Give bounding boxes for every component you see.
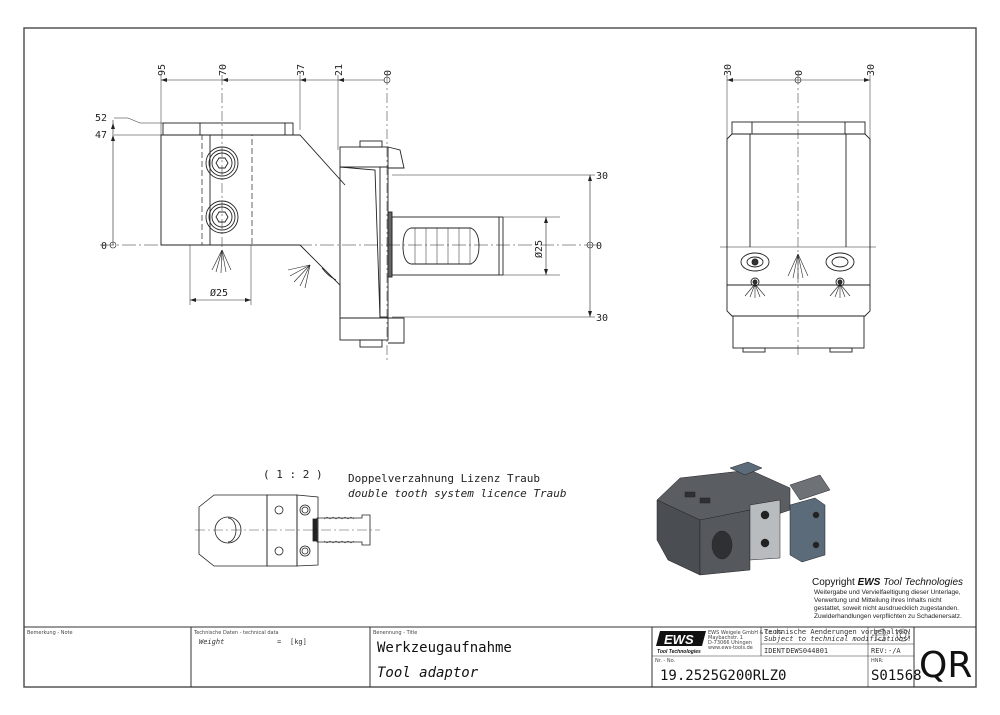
title-english: Tool adaptor	[377, 665, 479, 681]
svg-text:EWS: EWS	[664, 632, 694, 647]
front-view	[100, 75, 600, 360]
dim-21: 21	[334, 64, 345, 76]
dim-52: 52	[95, 113, 107, 124]
side-dim-30-right: 30	[866, 64, 877, 76]
company-line: www.ews-tools.de	[708, 645, 753, 651]
title-german: Werkzeugaufnahme	[377, 640, 512, 656]
dim-37: 37	[296, 64, 307, 76]
title-block	[24, 626, 976, 687]
side-screw-left	[740, 252, 770, 287]
isometric-render	[656, 461, 831, 576]
ident-value: DEWS044801	[786, 647, 828, 655]
sheet-border	[23, 27, 977, 688]
rev-value: -/A	[888, 647, 901, 655]
dim-30-top: 30	[596, 171, 608, 182]
serration-teeth	[402, 227, 480, 265]
weight-label: Weight	[199, 638, 224, 646]
side-screw-right	[825, 252, 855, 287]
side-view	[720, 75, 876, 358]
dim-0-right: 0	[596, 241, 602, 252]
copyright-heading: Copyright EWS Tool Technologies	[812, 577, 963, 588]
company-line: EWS Weigele GmbH & Co. KG	[708, 630, 782, 636]
technical-data-label: Technische Daten - technical data	[193, 630, 279, 636]
dim-shank-25: Ø25	[533, 240, 545, 258]
dim-47: 47	[95, 130, 107, 141]
projection-symbol-icon	[875, 628, 885, 642]
ident-label: IDENT:	[764, 647, 789, 655]
top-view	[195, 494, 380, 567]
coolant-spray-side-icon	[744, 253, 851, 298]
dim-30-bottom: 30	[596, 313, 608, 324]
title-label: Benennung - Title	[373, 630, 417, 636]
copyright-line: Weitergabe und Vervielfaeltigung dieser …	[814, 589, 961, 596]
copyright-line: Zuwiderhandlungen verpflichten zu Schade…	[814, 613, 962, 620]
hnr-value: S01568	[871, 668, 922, 684]
dim-0-top: 0	[383, 70, 394, 76]
part-number: 19.2525G200RLZ0	[660, 668, 786, 684]
note-english: double tooth system licence Traub	[348, 487, 567, 500]
qr-code-label: QR	[919, 645, 972, 686]
coolant-spray-icon	[211, 249, 311, 289]
dim-0-left: 0	[101, 241, 107, 252]
company-line: Maybachstr. 1	[708, 635, 743, 641]
dim-95: 95	[157, 64, 168, 76]
note-label: Bemerkung - Note	[27, 630, 73, 636]
company-line: D-73066 Uhingen	[708, 640, 752, 646]
note-german: Doppelverzahnung Lizenz Traub	[348, 472, 540, 485]
number-label: Nr. - No.	[655, 658, 676, 664]
socket-screw-lower	[205, 200, 239, 234]
copyright-line: gestattet, soweit nicht ausdruecklich zu…	[814, 605, 959, 612]
weight-equals: =	[277, 638, 281, 646]
hnr-label: HNR:	[871, 658, 884, 664]
ews-logo: EWS Tool Technologies	[656, 631, 706, 655]
rev-label: REV:	[871, 647, 888, 655]
svg-text:Tool Technologies: Tool Technologies	[657, 649, 701, 655]
side-dim-0: 0	[794, 70, 805, 76]
change-notice-english: Subject to technical modifications!	[764, 635, 912, 643]
dim-70: 70	[218, 64, 229, 76]
change-notice-german: Technische Aenderungen vorbehalten!	[764, 628, 912, 636]
copyright-line: Verwertung und Mitteilung ihres Inhalts …	[814, 597, 942, 604]
scale-label: ( 1 : 2 )	[263, 468, 323, 481]
side-dim-30-left: 30	[723, 64, 734, 76]
weight-unit: [kg]	[290, 638, 307, 646]
dim-bore-25: Ø25	[210, 287, 228, 299]
socket-screw-upper	[205, 146, 239, 180]
